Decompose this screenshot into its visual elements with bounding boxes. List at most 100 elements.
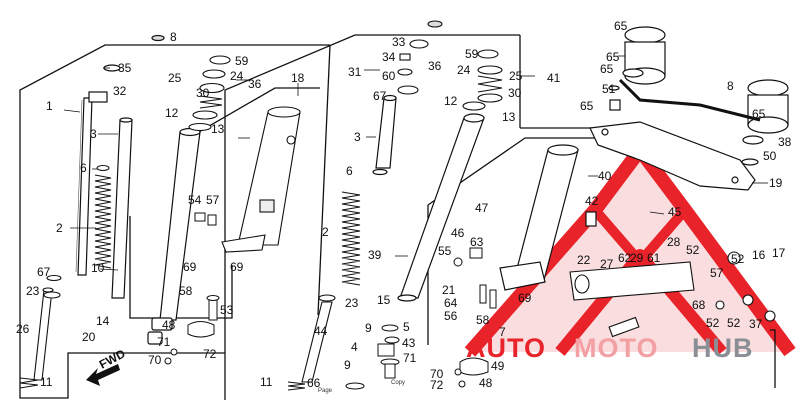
sub-box-18-bottom (129, 216, 233, 319)
axle-assembly (569, 251, 776, 338)
callout-66: 66 (307, 376, 321, 390)
center-fork-spring (341, 191, 361, 286)
part-7 (381, 324, 399, 332)
left-outer-slider (147, 127, 201, 345)
part-54 (194, 212, 206, 222)
part-8b (608, 85, 620, 91)
callout-18: 18 (291, 71, 305, 85)
tube-3-cap (119, 117, 133, 123)
part-34 (399, 53, 411, 61)
part-32-body (88, 91, 108, 103)
fork-tube-3 (111, 119, 133, 299)
part-28 (727, 251, 741, 265)
callout-65: 65 (752, 107, 766, 121)
callout-24: 24 (230, 69, 244, 83)
fwd-arrow (86, 364, 120, 386)
part-67-ring (46, 274, 62, 282)
part-52b (764, 310, 776, 322)
boot-body (237, 111, 301, 246)
callout-25: 25 (509, 69, 523, 83)
plate-hole-1 (601, 128, 609, 136)
callout-65: 65 (600, 62, 614, 76)
part-6-washer (96, 165, 110, 171)
rod-26-top (42, 287, 54, 293)
callout-70: 70 (430, 367, 444, 381)
callout-45: 45 (668, 205, 682, 219)
fwd-arrow-shape (86, 364, 120, 386)
part-51-bolt (609, 99, 621, 111)
part-16-nut (574, 274, 590, 294)
part-61 (715, 300, 725, 310)
callout-52: 52 (727, 316, 741, 330)
leader-10 (99, 268, 119, 271)
part-60-ring (397, 68, 413, 76)
callout-59: 59 (465, 47, 479, 61)
center-top-parts (397, 20, 503, 111)
callout-11: 11 (260, 375, 273, 389)
callout-52: 52 (731, 252, 745, 266)
callout-34: 34 (382, 50, 396, 64)
callout-38: 38 (778, 135, 792, 149)
part-25-cover (202, 69, 226, 79)
callout-57: 57 (710, 266, 724, 280)
brace-bar (618, 78, 761, 122)
callout-50: 50 (763, 149, 777, 163)
part-30b (477, 93, 503, 103)
part-43 (384, 363, 396, 379)
callout-58: 58 (476, 313, 490, 327)
callout-3: 3 (354, 130, 361, 144)
callout-24: 24 (457, 63, 471, 77)
callout-4: 4 (351, 340, 358, 354)
callout-22: 22 (577, 253, 591, 267)
part-59-cap (209, 55, 231, 65)
axle-body (569, 261, 695, 301)
group-outlines (19, 34, 776, 400)
boot-foot (221, 234, 266, 253)
callout-7: 7 (499, 325, 506, 339)
part-14-seal (151, 317, 173, 331)
callout-40: 40 (598, 169, 612, 183)
part-37-pad (608, 316, 640, 338)
boot-vent (286, 135, 296, 145)
callout-9: 9 (365, 321, 372, 335)
callout-65: 65 (580, 99, 594, 113)
spring-2-left (94, 174, 112, 269)
callout-8: 8 (727, 79, 734, 93)
callout-72: 72 (430, 378, 444, 392)
callout-11: 11 (40, 375, 53, 389)
boot-top (267, 106, 301, 118)
part-8-oring-left (151, 34, 165, 42)
callout-10: 10 (91, 261, 105, 275)
fork-tube-1 (77, 97, 93, 276)
callout-30: 30 (508, 86, 522, 100)
part-11b-spring (287, 381, 306, 391)
callout-12: 12 (444, 94, 458, 108)
left-fork-inner-tube (75, 34, 165, 299)
callout-27: 27 (600, 257, 614, 271)
callout-19: 19 (769, 176, 783, 190)
slider-39-top (463, 113, 485, 123)
slider-39 (399, 117, 485, 299)
slider-40-foot (499, 261, 546, 291)
part-8-oring-right (427, 20, 443, 28)
callout-26: 26 (16, 322, 30, 336)
watermark-word-moto: MOTO (574, 333, 659, 363)
callout-59: 59 (235, 54, 249, 68)
left-box-top (19, 44, 330, 370)
callout-31: 31 (348, 65, 362, 79)
part-53-bolt (208, 297, 218, 321)
callout-42: 42 (585, 194, 599, 208)
callout-49: 49 (491, 359, 505, 373)
part-65e (741, 158, 759, 166)
leader-lines (63, 55, 768, 271)
left-top-cap-stack (188, 55, 231, 132)
callout-57: 57 (206, 193, 220, 207)
stabilizer-50 (589, 121, 756, 191)
part-12b (462, 101, 486, 111)
spring-2-right (341, 191, 361, 286)
slider-40-small-parts (453, 247, 497, 309)
part-65d (742, 135, 764, 145)
part-71-washer (170, 348, 178, 356)
